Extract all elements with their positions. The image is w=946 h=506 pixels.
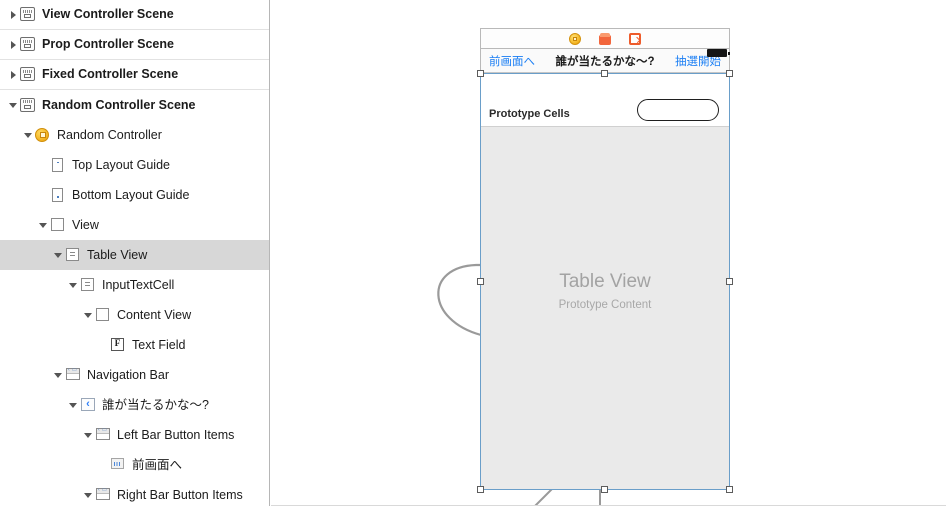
- outline-row[interactable]: Table View: [0, 240, 269, 270]
- first-responder-dock-icon[interactable]: [599, 32, 611, 45]
- prototype-text-field[interactable]: [637, 99, 719, 121]
- chevron-down-icon[interactable]: [6, 102, 20, 108]
- outline-row-label: Top Layout Guide: [72, 157, 170, 172]
- right-bar-button-item[interactable]: 抽選開始: [675, 55, 721, 68]
- left-bar-button-item[interactable]: 前画面へ: [489, 55, 535, 68]
- bar-button-items-icon: [95, 487, 112, 503]
- outline-row-label: View Controller Scene: [42, 7, 174, 22]
- outline-row[interactable]: Right Bar Button Items: [0, 480, 269, 506]
- outline-row[interactable]: View: [0, 210, 269, 240]
- outline-row-label: Fixed Controller Scene: [42, 67, 179, 82]
- outline-row[interactable]: Content View: [0, 300, 269, 330]
- navigation-bar-icon: [65, 367, 82, 383]
- outline-row-label: InputTextCell: [102, 277, 175, 292]
- outline-row-label: Random Controller: [57, 127, 162, 142]
- outline-row-label: Prop Controller Scene: [42, 37, 174, 52]
- chevron-right-icon[interactable]: [6, 70, 20, 79]
- chevron-right-icon[interactable]: [6, 10, 20, 19]
- outline-row-label: 前画面へ: [132, 457, 183, 472]
- bar-button-items-icon: [95, 427, 112, 443]
- scene-icon: [20, 7, 37, 22]
- outline-row-label: 誰が当たるかな～?: [102, 397, 209, 412]
- scene-icon: [20, 97, 37, 113]
- table-view-body[interactable]: Table View Prototype Content: [481, 127, 729, 489]
- outline-row[interactable]: ‹ 誰が当たるかな～?: [0, 390, 269, 420]
- navigation-item-icon: ‹: [80, 397, 97, 413]
- outline-row-label: Text Field: [132, 337, 186, 352]
- storyboard-canvas[interactable]: 前画面へ 誰が当たるかな～? 抽選開始 Prototype Cells Tabl…: [271, 0, 946, 506]
- chevron-down-icon[interactable]: [81, 312, 95, 318]
- outline-row[interactable]: 前画面へ: [0, 450, 269, 480]
- bottom-layout-guide-icon: [50, 187, 67, 203]
- scene-dock[interactable]: [480, 28, 730, 48]
- table-view-placeholder-subtitle: Prototype Content: [558, 299, 652, 311]
- text-field-icon: F: [110, 337, 127, 353]
- outline-row-label: Left Bar Button Items: [117, 427, 235, 442]
- outline-row-label: Right Bar Button Items: [117, 487, 243, 502]
- chevron-down-icon[interactable]: [21, 132, 35, 138]
- view-icon: [95, 307, 112, 323]
- chevron-right-icon[interactable]: [6, 40, 20, 49]
- battery-icon: [707, 49, 730, 57]
- top-layout-guide-icon: [50, 157, 67, 173]
- chevron-down-icon[interactable]: [66, 282, 80, 288]
- chevron-down-icon[interactable]: [36, 222, 50, 228]
- outline-row[interactable]: Left Bar Button Items: [0, 420, 269, 450]
- outline-row[interactable]: Prop Controller Scene: [0, 30, 269, 60]
- bar-button-item-icon: [110, 457, 127, 473]
- outline-row[interactable]: Random Controller Scene: [0, 90, 269, 120]
- chevron-down-icon[interactable]: [81, 492, 95, 498]
- scene-icon: [20, 37, 37, 52]
- outline-row-label: Navigation Bar: [87, 367, 169, 382]
- outline-row-label: Random Controller Scene: [42, 97, 196, 112]
- outline-row[interactable]: Top Layout Guide: [0, 150, 269, 180]
- outline-row[interactable]: Bottom Layout Guide: [0, 180, 269, 210]
- view-icon: [50, 217, 67, 233]
- outline-row[interactable]: Fixed Controller Scene: [0, 60, 269, 90]
- outline-row[interactable]: View Controller Scene: [0, 0, 269, 30]
- navigation-bar[interactable]: 前画面へ 誰が当たるかな～? 抽選開始: [481, 49, 730, 73]
- exit-dock-icon[interactable]: [629, 32, 641, 45]
- outline-row[interactable]: InputTextCell: [0, 270, 269, 300]
- outline-row-label: Content View: [117, 307, 192, 322]
- outline-row-label: Bottom Layout Guide: [72, 187, 190, 202]
- outline-row[interactable]: Navigation Bar: [0, 360, 269, 390]
- table-view-icon: [65, 247, 82, 263]
- scene-icon: [20, 67, 37, 82]
- chevron-down-icon[interactable]: [51, 372, 65, 378]
- prototype-cell[interactable]: Prototype Cells: [481, 75, 729, 127]
- view-controller-dock-icon[interactable]: [569, 32, 581, 45]
- table-view-cell-icon: [80, 277, 97, 293]
- chevron-down-icon[interactable]: [51, 252, 65, 258]
- chevron-down-icon[interactable]: [66, 402, 80, 408]
- navigation-title: 誰が当たるかな～?: [555, 55, 655, 68]
- view-controller-icon: [35, 127, 52, 143]
- prototype-cells-label: Prototype Cells: [489, 108, 570, 120]
- table-view-placeholder-title: Table View: [559, 271, 651, 292]
- outline-row-label: View: [72, 217, 99, 232]
- outline-row[interactable]: F Text Field: [0, 330, 269, 360]
- outline-row[interactable]: Random Controller: [0, 120, 269, 150]
- view-controller-canvas[interactable]: 前画面へ 誰が当たるかな～? 抽選開始 Prototype Cells Tabl…: [480, 48, 730, 490]
- outline-row-label: Table View: [87, 247, 148, 262]
- chevron-down-icon[interactable]: [81, 432, 95, 438]
